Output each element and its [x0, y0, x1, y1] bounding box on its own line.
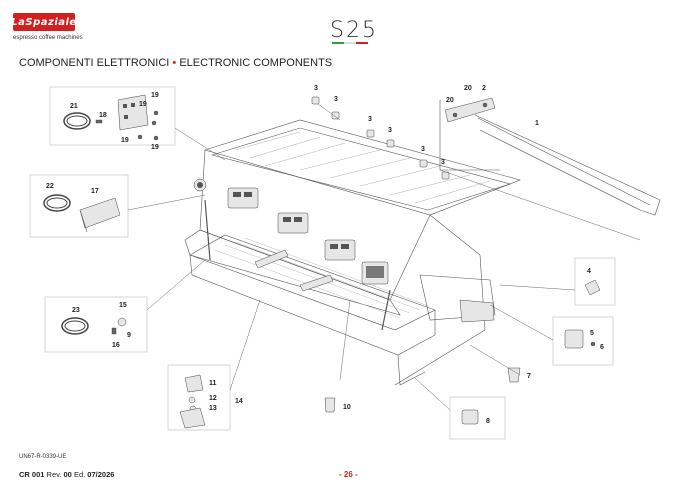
rev-value: 00: [63, 470, 72, 479]
callout-10: 10: [343, 404, 351, 411]
callout-7: 7: [527, 373, 531, 380]
rev-label: Rev.: [46, 470, 62, 479]
callout-20: 20: [446, 97, 454, 104]
revision-info: CR 001 Rev. 00 Ed. 07/2026: [19, 470, 114, 479]
callout-17: 17: [91, 188, 99, 195]
heating-element: [439, 97, 661, 216]
part-6: [590, 341, 596, 347]
leader-lines: [127, 103, 641, 411]
group-box-8: [449, 396, 506, 440]
section-title: COMPONENTI ELETTRONICI • ELECTRONIC COMP…: [19, 57, 332, 69]
brand-logo: LaSpaziale: [11, 13, 76, 31]
sensor-group-9-23: [61, 317, 127, 335]
callout-5: 5: [590, 330, 594, 337]
callout-9: 9: [127, 332, 131, 339]
switch-group-11-14: [179, 374, 206, 429]
callout-14: 14: [235, 398, 243, 405]
callout-3: 3: [368, 116, 372, 123]
ed-label: Ed.: [73, 470, 86, 479]
callout-22: 22: [46, 183, 54, 190]
part-5: [564, 329, 584, 349]
callout-19: 19: [151, 92, 159, 99]
cr-label: CR 001: [19, 470, 45, 479]
callout-18: 18: [99, 112, 107, 119]
model-name: S25: [330, 18, 378, 43]
section-title-it: COMPONENTI ELETTRONICI: [19, 57, 170, 69]
callout-3: 3: [334, 96, 338, 103]
group-box-17-22: [29, 174, 129, 238]
group-box-18-21: [49, 86, 176, 146]
callout-15: 15: [119, 302, 127, 309]
callout-19: 19: [139, 101, 147, 108]
group-box-9-23: [44, 296, 148, 353]
callout-11: 11: [209, 380, 217, 387]
callout-4: 4: [587, 268, 591, 275]
title-separator: •: [172, 57, 177, 69]
callout-16: 16: [112, 342, 120, 349]
document-code: UN67-R-0339-UE: [19, 454, 67, 460]
callouts: 1 2 3 3 3 3 3 3 3 4 5 6 7 8 9 10 11 12 1…: [46, 85, 604, 425]
part-8: [461, 409, 479, 425]
callout-3: 3: [388, 127, 392, 134]
callout-13: 13: [209, 405, 217, 412]
callout-21: 21: [70, 103, 78, 110]
control-unit-17-22: [43, 194, 121, 233]
part-4: [584, 279, 601, 296]
callout-3: 3: [441, 159, 445, 166]
callout-19: 19: [151, 144, 159, 151]
small-components-3: [311, 96, 450, 180]
group-box-11-14: [167, 364, 231, 431]
ed-value: 07/2026: [87, 470, 115, 479]
part-10: [324, 397, 336, 413]
machine-body: [184, 119, 521, 386]
brand-tagline: espresso coffee machines: [13, 35, 83, 41]
group-box-4: [574, 257, 616, 306]
callout-3: 3: [314, 85, 318, 92]
wiring-and-board-18-21: [63, 94, 159, 141]
group-box-5-6: [552, 316, 614, 366]
callout-23: 23: [72, 307, 80, 314]
italian-flag-stripe: [332, 42, 368, 44]
callout-8: 8: [486, 418, 490, 425]
callout-6: 6: [600, 344, 604, 351]
callout-20: 20: [464, 85, 472, 92]
callout-2: 2: [482, 85, 486, 92]
callout-3: 3: [421, 146, 425, 153]
callout-1: 1: [535, 120, 539, 127]
callout-12: 12: [209, 395, 217, 402]
part-7: [507, 367, 521, 383]
section-title-en: ELECTRONIC COMPONENTS: [179, 57, 333, 69]
callout-19: 19: [121, 137, 129, 144]
page-number: - 26 -: [339, 470, 358, 479]
